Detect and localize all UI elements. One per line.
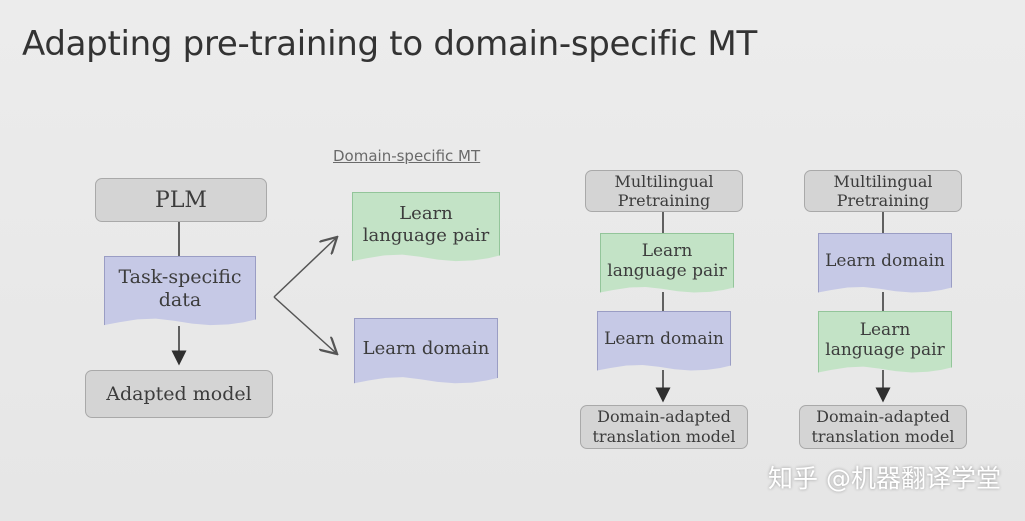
flow-a-output-label: Domain-adapted translation model bbox=[592, 407, 736, 446]
flow-b-output-box: Domain-adapted translation model bbox=[799, 405, 967, 449]
flow-a-pretraining-box: Multilingual Pretraining bbox=[585, 170, 743, 212]
middle-learn-pair-label: Learn language pair bbox=[362, 203, 490, 246]
flow-a-pretraining-label: Multilingual Pretraining bbox=[614, 171, 714, 210]
flow-b-step2-doc: Learn language pair bbox=[818, 311, 952, 373]
adapted-model-label: Adapted model bbox=[106, 383, 252, 405]
flow-a-step2-label: Learn domain bbox=[604, 328, 724, 349]
middle-learn-domain-label: Learn domain bbox=[362, 338, 490, 360]
flow-a-step1-doc: Learn language pair bbox=[600, 233, 734, 293]
flow-b-output-label: Domain-adapted translation model bbox=[811, 407, 955, 446]
task-data-label: Task-specific data bbox=[118, 266, 242, 311]
flow-b-pretraining-label: Multilingual Pretraining bbox=[833, 171, 933, 210]
flow-a-step1-label: Learn language pair bbox=[607, 240, 727, 281]
flow-b-step1-doc: Learn domain bbox=[818, 233, 952, 293]
domain-specific-heading: Domain-specific MT bbox=[333, 147, 481, 165]
middle-learn-domain-doc: Learn domain bbox=[354, 318, 498, 384]
plm-label: PLM bbox=[155, 187, 207, 213]
flow-a-output-box: Domain-adapted translation model bbox=[580, 405, 748, 449]
branch-arrow-down bbox=[273, 296, 336, 353]
middle-learn-pair-doc: Learn language pair bbox=[352, 192, 500, 262]
flow-b-step1-label: Learn domain bbox=[825, 250, 945, 271]
task-data-doc: Task-specific data bbox=[104, 256, 256, 326]
branch-arrow-up bbox=[273, 238, 336, 298]
plm-box: PLM bbox=[95, 178, 267, 222]
watermark: 知乎 @机器翻译学堂 bbox=[768, 464, 1001, 493]
flow-a-step2-doc: Learn domain bbox=[597, 311, 731, 371]
flow-b-pretraining-box: Multilingual Pretraining bbox=[804, 170, 962, 212]
adapted-model-box: Adapted model bbox=[85, 370, 273, 418]
flow-b-step2-label: Learn language pair bbox=[825, 319, 945, 360]
slide-title: Adapting pre-training to domain-specific… bbox=[22, 24, 757, 64]
